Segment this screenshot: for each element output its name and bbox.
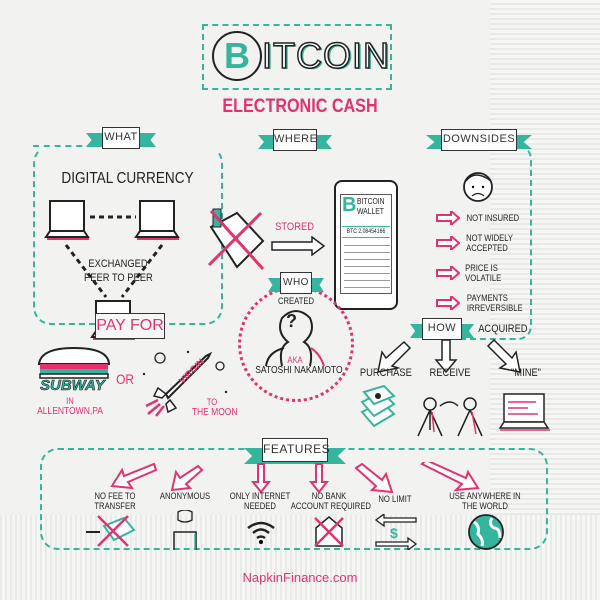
pink-arrow-icon	[436, 296, 460, 310]
ribbon-where: WHERE	[258, 129, 332, 153]
pink-arrow-icon	[436, 266, 460, 280]
subtitle: ELECTRONIC CASH	[222, 96, 378, 117]
bitcoin-logo-icon: B	[212, 31, 262, 81]
ribbon-downsides: DOWNSIDES	[426, 129, 532, 153]
feature-anonymous: ANONYMOUS	[159, 491, 211, 501]
crossed-wallet-icon	[207, 208, 265, 271]
method-purchase: PURCHASE	[359, 367, 412, 379]
method-mine: "MINE"	[510, 367, 542, 379]
sad-face-icon	[463, 172, 493, 202]
receive-people-icon	[417, 397, 483, 437]
subway-location-line1: IN	[66, 396, 74, 406]
ribbon-how: HOW	[410, 318, 474, 342]
how-arrows	[377, 338, 521, 374]
title-box	[202, 24, 392, 90]
moon-line1: TO	[206, 397, 218, 407]
anonymous-person-icon	[265, 310, 325, 367]
ribbon-what: WHAT	[86, 127, 156, 151]
no-limit-icon: $	[374, 514, 418, 550]
wallet-balance: BTC 2.08454166	[342, 226, 390, 238]
aka-label: AKA	[287, 355, 303, 365]
subway-location-line2: ALLENTOWN,PA	[37, 406, 103, 417]
feature-no-limit: NO LIMIT	[378, 494, 412, 504]
stored-label: STORED	[275, 221, 314, 233]
pink-arrow-icon	[436, 211, 460, 225]
mining-laptop-icon	[498, 393, 550, 431]
digital-currency-heading: DIGITAL CURRENCY	[61, 170, 194, 187]
created-label: CREATED	[278, 296, 314, 306]
subway-logo: SUBWAY	[40, 377, 105, 394]
method-receive: RECEIVE	[429, 367, 471, 379]
pink-arrow-icon	[436, 236, 460, 250]
downside-item: NOT INSURED	[466, 213, 520, 223]
ribbon-who: WHO	[268, 272, 324, 296]
satoshi-name: SATOSHI NAKAMOTO	[255, 365, 343, 376]
or-label: OR	[116, 371, 134, 387]
title-word: ITCOIN	[261, 34, 390, 77]
wifi-icon	[247, 521, 275, 544]
globe-icon	[468, 514, 504, 550]
what-dash-top	[33, 145, 93, 147]
right-arrow-icon	[271, 236, 326, 256]
acquired-label: ACQUIRED	[478, 323, 528, 335]
moon-line2: THE MOON	[191, 407, 238, 418]
pay-for-box: PAY FOR	[95, 313, 165, 339]
no-bank-icon	[314, 516, 344, 547]
transaction-list	[344, 244, 390, 288]
question-mark: ?	[286, 311, 297, 331]
footer-website[interactable]: NapkinFinance.com	[242, 570, 358, 585]
cash-stack-icon	[360, 384, 396, 428]
subway-sandwich-icon	[37, 346, 111, 379]
napkin-texture-right	[490, 0, 600, 600]
ribbon-features: FEATURES	[244, 438, 346, 468]
feature-arrows	[110, 462, 480, 494]
anonymous-icon	[173, 510, 197, 550]
bitcoin-icon: B	[342, 194, 357, 216]
rocket-icon	[142, 350, 228, 417]
no-fee-icon	[86, 515, 136, 547]
svg-text:$: $	[390, 525, 398, 541]
